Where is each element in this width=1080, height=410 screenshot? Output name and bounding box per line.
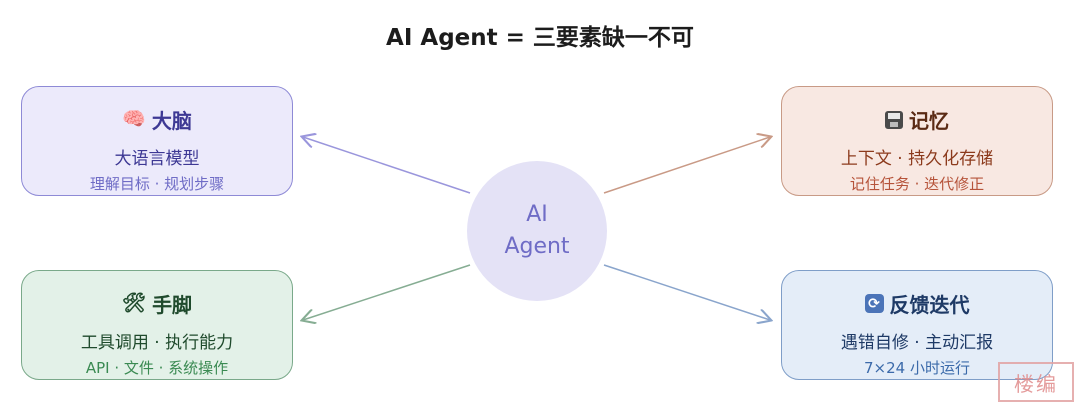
card-hands-note: API · 文件 · 系统操作 [85, 359, 229, 377]
tools-icon: 🛠 [121, 292, 147, 314]
brain-icon: 🧠 [122, 108, 146, 130]
diagram-title: AI Agent = 三要素缺一不可 [386, 25, 694, 51]
refresh-icon: ⟳ [864, 294, 884, 313]
card-hands-title: 手脚 [152, 293, 193, 317]
hub-line-1: AI [526, 202, 548, 227]
arrow-to-hands [303, 264, 471, 320]
card-hands-subtitle: 工具调用 · 执行能力 [80, 333, 234, 353]
arrow-to-brain [303, 137, 471, 194]
floppy-disk-icon [885, 110, 903, 129]
card-brain-title: 大脑 [151, 109, 192, 133]
card-feedback-title: 反馈迭代 [889, 293, 970, 317]
card-memory: 记忆 上下文 · 持久化存储 记住任务 · 迭代修正 [781, 86, 1053, 196]
card-brain: 🧠 大脑 大语言模型 理解目标 · 规划步骤 [21, 86, 293, 196]
card-feedback: ⟳ 反馈迭代 遇错自修 · 主动汇报 7×24 小时运行 [781, 270, 1053, 380]
watermark-stamp: 楼编 [998, 362, 1074, 402]
card-brain-note: 理解目标 · 规划步骤 [89, 175, 225, 193]
card-feedback-subtitle: 遇错自修 · 主动汇报 [840, 333, 994, 353]
card-memory-title: 记忆 [909, 109, 949, 133]
card-memory-subtitle: 上下文 · 持久化存储 [840, 149, 994, 169]
hub-line-2: Agent [504, 234, 570, 259]
card-brain-subtitle: 大语言模型 [114, 149, 200, 169]
card-hands: 🛠 手脚 工具调用 · 执行能力 API · 文件 · 系统操作 [21, 270, 293, 380]
card-memory-note: 记住任务 · 迭代修正 [849, 175, 985, 193]
agent-hub: AI Agent [467, 161, 607, 301]
arrow-to-feedback [603, 264, 770, 320]
card-feedback-note: 7×24 小时运行 [864, 359, 970, 377]
arrow-to-memory [603, 137, 770, 194]
